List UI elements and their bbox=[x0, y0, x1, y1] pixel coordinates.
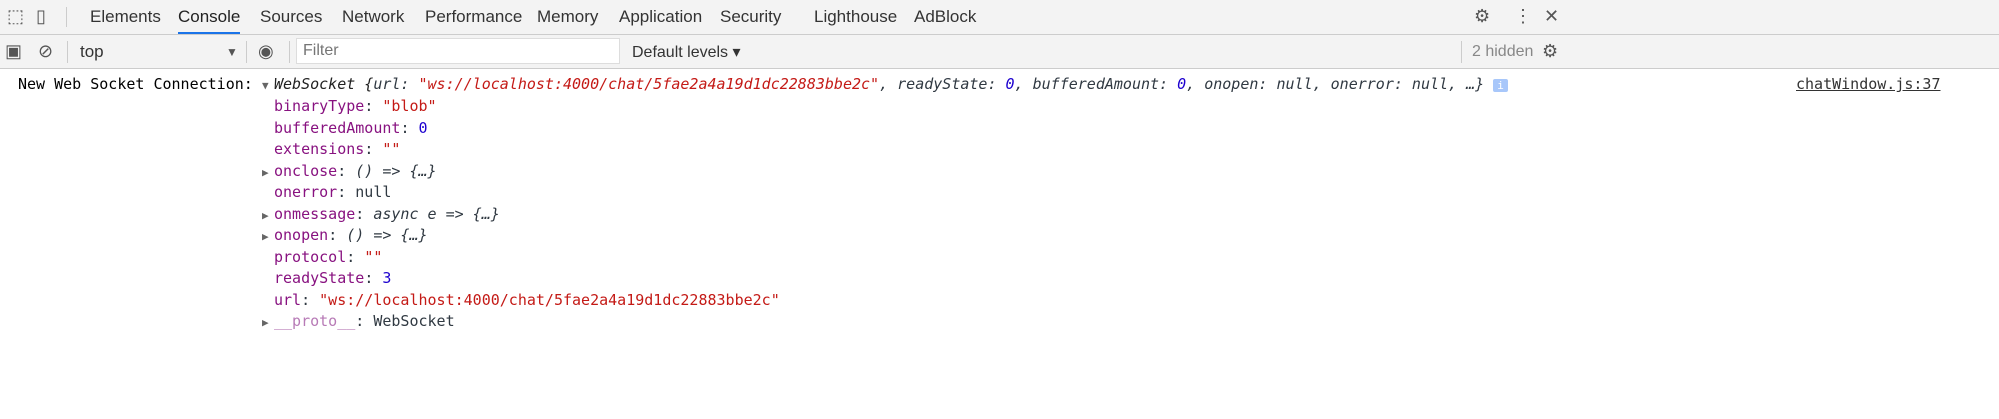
property-key: extensions bbox=[274, 140, 365, 158]
settings-gear-icon[interactable]: ⚙ bbox=[1474, 6, 1491, 26]
property-value: () => {…} bbox=[346, 226, 428, 244]
property-row[interactable]: ▶onclose: () => {…} bbox=[262, 161, 437, 182]
live-expression-eye-icon[interactable]: ◉ bbox=[258, 41, 274, 61]
property-value: WebSocket bbox=[373, 312, 455, 330]
property-value: "" bbox=[382, 140, 401, 158]
property-row: protocol: "" bbox=[274, 247, 383, 266]
property-key: onerror bbox=[274, 183, 338, 201]
tab-application[interactable]: Application bbox=[619, 7, 703, 26]
property-value: () => {…} bbox=[355, 161, 437, 180]
websocket-summary[interactable]: ▼WebSocket {url: "ws://localhost:4000/ch… bbox=[262, 74, 1508, 95]
log-label: New Web Socket Connection: bbox=[18, 75, 253, 93]
property-value: "blob" bbox=[382, 97, 437, 115]
property-key: binaryType bbox=[274, 97, 365, 115]
more-options-icon[interactable]: ⋮ bbox=[1514, 6, 1532, 26]
tab-lighthouse[interactable]: Lighthouse bbox=[814, 7, 898, 26]
context-select-label[interactable]: top bbox=[80, 42, 104, 61]
property-row: readyState: 3 bbox=[274, 269, 392, 287]
collapsed-triangle-icon[interactable]: ▶ bbox=[262, 208, 269, 222]
source-link[interactable]: chatWindow.js:37 bbox=[1796, 75, 1941, 93]
property-value: "ws://localhost:4000/chat/5fae2a4a19d1dc… bbox=[319, 290, 780, 309]
log-levels-dropdown[interactable]: Default levels ▾ bbox=[632, 44, 741, 61]
property-row: bufferedAmount: 0 bbox=[274, 118, 428, 137]
property-value: async e => {…} bbox=[373, 204, 500, 223]
clear-console-icon[interactable]: ⊘ bbox=[38, 41, 54, 61]
tab-network[interactable]: Network bbox=[342, 7, 405, 26]
property-row: url: "ws://localhost:4000/chat/5fae2a4a1… bbox=[274, 290, 780, 309]
console-settings-gear-icon[interactable]: ⚙ bbox=[1542, 41, 1559, 61]
property-row: binaryType: "blob" bbox=[274, 97, 437, 115]
property-key: onmessage bbox=[274, 204, 356, 223]
property-key: onclose bbox=[274, 161, 338, 180]
property-value: "" bbox=[364, 247, 383, 266]
property-key: readyState bbox=[274, 269, 365, 287]
console-toolbar: ▣ ⊘ top ▼ ◉ Default levels ▾ 2 hidden ⚙ bbox=[0, 35, 1999, 69]
property-key: bufferedAmount bbox=[274, 118, 401, 137]
property-row: onerror: null bbox=[274, 183, 392, 201]
property-row[interactable]: ▶onmessage: async e => {…} bbox=[262, 204, 500, 225]
tab-adblock[interactable]: AdBlock bbox=[914, 7, 977, 26]
expanded-triangle-icon[interactable]: ▼ bbox=[262, 79, 269, 92]
tab-performance[interactable]: Performance bbox=[425, 7, 523, 26]
property-row[interactable]: ▶__proto__: WebSocket bbox=[262, 311, 455, 332]
tab-security[interactable]: Security bbox=[720, 7, 782, 26]
chevron-down-icon[interactable]: ▼ bbox=[226, 45, 238, 59]
sidebar-toggle-icon[interactable]: ▣ bbox=[5, 41, 23, 61]
collapsed-triangle-icon[interactable]: ▶ bbox=[262, 165, 269, 179]
devtools-tab-bar: ⬚ ▯ Elements Console Sources Network Perform… bbox=[0, 0, 1999, 35]
info-icon[interactable]: i bbox=[1493, 79, 1508, 92]
property-value: null bbox=[355, 183, 392, 201]
property-key: protocol bbox=[274, 247, 347, 266]
property-key: onopen bbox=[274, 226, 329, 244]
property-value: 0 bbox=[418, 118, 428, 137]
tab-console[interactable]: Console bbox=[178, 0, 241, 34]
console-messages: New Web Socket Connection: ▼WebSocket {u… bbox=[0, 74, 1999, 414]
tab-sources[interactable]: Sources bbox=[260, 7, 323, 26]
collapsed-triangle-icon[interactable]: ▶ bbox=[262, 316, 269, 329]
property-key: url bbox=[274, 290, 302, 309]
property-value: 3 bbox=[382, 269, 392, 287]
close-icon[interactable]: ✕ bbox=[1544, 6, 1560, 26]
inspect-element-icon[interactable]: ⬚ bbox=[7, 6, 25, 26]
property-key: __proto__ bbox=[274, 312, 356, 330]
tab-memory[interactable]: Memory bbox=[537, 7, 599, 26]
tab-elements[interactable]: Elements bbox=[90, 7, 161, 26]
property-row[interactable]: ▶onopen: () => {…} bbox=[262, 225, 428, 246]
collapsed-triangle-icon[interactable]: ▶ bbox=[262, 230, 269, 243]
device-toolbar-icon[interactable]: ▯ bbox=[36, 6, 46, 26]
hidden-count: 2 hidden bbox=[1472, 43, 1534, 60]
filter-input[interactable] bbox=[296, 38, 620, 64]
property-row: extensions: "" bbox=[274, 140, 401, 158]
